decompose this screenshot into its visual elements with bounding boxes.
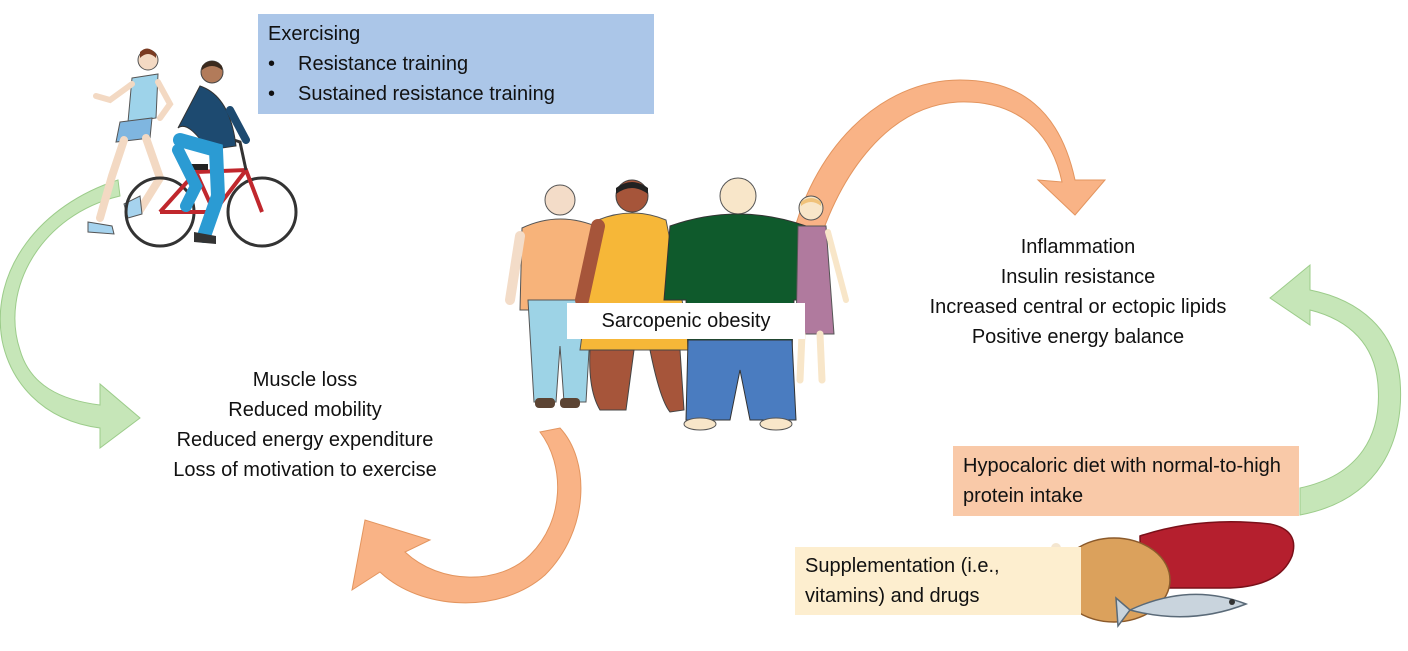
exercise-list: Resistance training Sustained resistance…	[268, 49, 644, 109]
right-effect-item: Inflammation	[1020, 236, 1136, 258]
right-effect-item: Increased central or ectopic lipids	[929, 296, 1227, 318]
exercise-title: Exercising	[268, 23, 361, 45]
orange-arrow-top	[789, 79, 1107, 256]
sarcopenic-obesity-label: Sarcopenic obesity	[567, 303, 805, 339]
supplementation-line: Supplementation (i.e.,	[805, 555, 1000, 577]
supplementation-line: vitamins) and drugs	[805, 585, 980, 607]
runner-icon	[87, 48, 174, 235]
supplementation-box: Supplementation (i.e., vitamins) and dru…	[795, 547, 1081, 615]
exercise-item: Resistance training	[268, 49, 644, 79]
exercise-box: Exercising Resistance training Sustained…	[258, 14, 654, 114]
exercise-item: Sustained resistance training	[268, 79, 644, 109]
right-effect-item: Positive energy balance	[971, 326, 1185, 348]
left-effect-item: Reduced mobility	[228, 399, 382, 421]
orange-arrow-bottom	[351, 427, 582, 604]
left-effect-item: Reduced energy expenditure	[176, 429, 434, 451]
diet-box: Hypocaloric diet with normal-to-high pro…	[953, 446, 1299, 516]
left-effect-item: Loss of motivation to exercise	[173, 459, 437, 481]
right-effect-item: Insulin resistance	[1000, 266, 1156, 288]
cyclist-icon	[124, 60, 298, 248]
fish-icon	[1115, 593, 1249, 629]
right-effects-list: Inflammation Insulin resistance Increase…	[900, 232, 1256, 352]
left-effect-item: Muscle loss	[252, 369, 358, 391]
left-effects-list: Muscle loss Reduced mobility Reduced ene…	[150, 365, 460, 485]
green-arrow-left	[0, 179, 141, 449]
green-arrow-right	[1269, 263, 1402, 516]
